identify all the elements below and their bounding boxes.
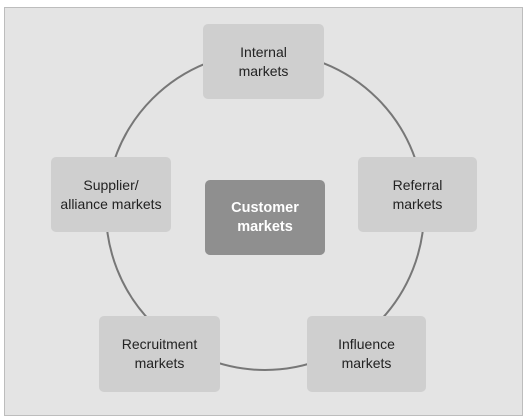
node-influence-markets: Influence markets	[307, 316, 426, 392]
node-influence-line1: Influence	[338, 336, 395, 352]
node-customer-line1: Customer	[231, 199, 299, 216]
node-referral-line2: markets	[392, 195, 443, 212]
node-customer-markets: Customer markets	[205, 180, 325, 255]
node-referral-markets: Referral markets	[358, 157, 477, 232]
node-supplier-alliance-markets: Supplier/alliance markets	[51, 157, 171, 232]
node-internal-markets: Internal markets	[203, 24, 324, 99]
node-customer-line2: markets	[237, 218, 293, 235]
node-referral-line1: Referral	[392, 176, 443, 193]
node-influence-line2: markets	[341, 355, 392, 371]
node-recruitment-markets: Recruitment markets	[99, 316, 220, 392]
node-internal-line1: Internal	[240, 43, 287, 60]
node-internal-line2: markets	[238, 62, 289, 79]
node-supplier-line1: Supplier/	[83, 176, 139, 193]
node-recruitment-line1: Recruitment	[121, 336, 198, 352]
node-supplier-line2: alliance markets	[60, 195, 162, 212]
node-recruitment-line2: markets	[134, 355, 185, 371]
